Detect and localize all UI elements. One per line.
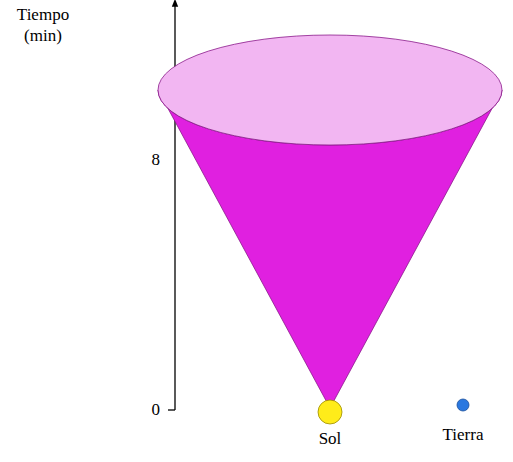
body-dot [318, 400, 342, 424]
body-label: Sol [315, 429, 346, 449]
tick-label: 0 [120, 399, 160, 420]
tick-label: 8 [120, 149, 160, 170]
cone-top [158, 35, 502, 145]
earth-node: Tierra [439, 397, 488, 445]
body-circle [455, 397, 471, 413]
axis-tick [168, 409, 175, 410]
axis-title: Tiempo (min) [4, 4, 82, 46]
body-label: Tierra [439, 425, 488, 445]
body-dot [457, 399, 469, 411]
sun-node: Sol [315, 398, 346, 449]
body-circle [316, 398, 344, 426]
